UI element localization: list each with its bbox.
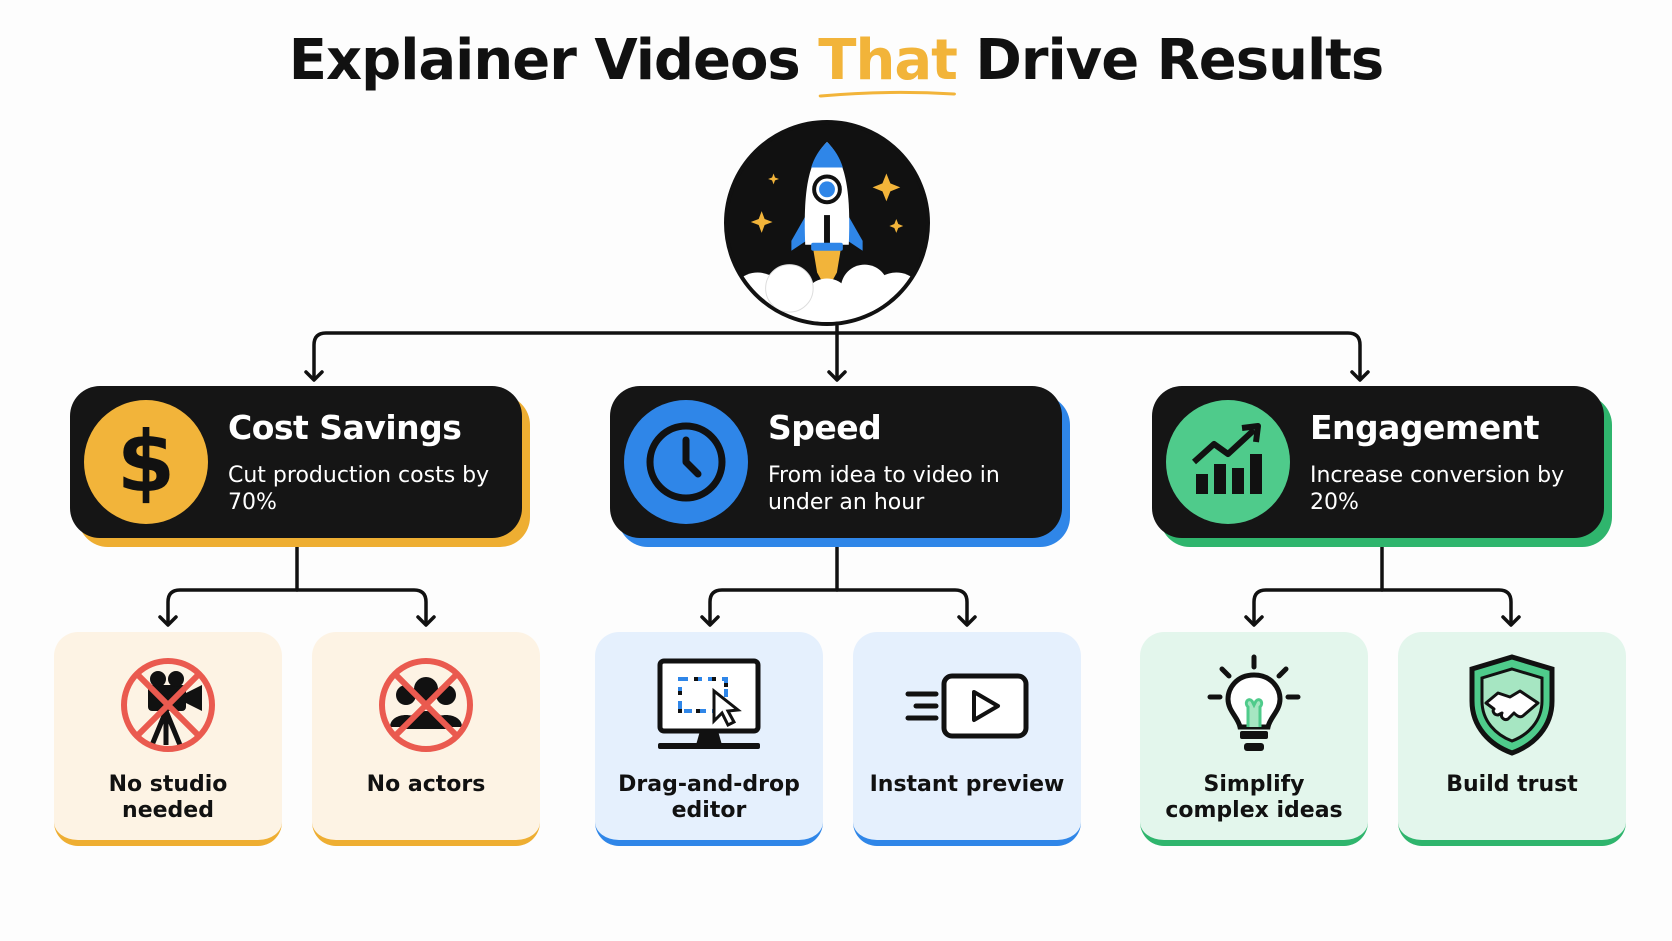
- dollar-icon: $: [84, 400, 208, 524]
- monitor-cursor-icon: [654, 650, 764, 760]
- card-description: Cut production costs by 70%: [228, 463, 490, 515]
- no-people-icon: [374, 650, 478, 760]
- tile-no-studio: No studio needed: [54, 632, 282, 846]
- card-title: Cost Savings: [228, 408, 462, 447]
- tile-label: Instant preview: [869, 772, 1065, 797]
- rocket-icon: [728, 124, 926, 322]
- growth-chart-icon: [1166, 400, 1290, 524]
- tile-instant-preview: Instant preview: [853, 632, 1081, 846]
- page-title: Explainer Videos That Drive Results: [0, 28, 1672, 98]
- arrow-head: [304, 370, 324, 382]
- tile-label: No actors: [366, 772, 486, 797]
- lightbulb-icon: [1204, 650, 1304, 760]
- arrow-head: [827, 370, 847, 382]
- title-highlight: That: [818, 28, 958, 98]
- tile-label: Drag-and-drop editor: [618, 772, 800, 823]
- tile-label: No studio needed: [108, 772, 228, 823]
- card-title: Engagement: [1310, 408, 1539, 447]
- tile-no-actors: No actors: [312, 632, 540, 846]
- tile-build-trust: Build trust: [1398, 632, 1626, 846]
- card-title: Speed: [768, 408, 882, 447]
- hub-circle: [724, 120, 930, 326]
- card-cost-savings: $ Cost Savings Cut production costs by 7…: [70, 386, 522, 538]
- arrow-head: [1350, 370, 1370, 382]
- handshake-shield-icon: [1464, 650, 1560, 760]
- no-camera-icon: [116, 650, 220, 760]
- title-end: Drive Results: [956, 28, 1384, 93]
- card-engagement: Engagement Increase conversion by 20%: [1152, 386, 1604, 538]
- tile-drag-drop: Drag-and-drop editor: [595, 632, 823, 846]
- card-speed: Speed From idea to video in under an hou…: [610, 386, 1062, 538]
- clock-icon: [624, 400, 748, 524]
- play-icon: [902, 650, 1032, 760]
- card-description: From idea to video in under an hour: [768, 463, 1000, 515]
- top-branch-line: [312, 331, 1362, 380]
- tile-simplify: Simplify complex ideas: [1140, 632, 1368, 846]
- title-start: Explainer Videos: [288, 28, 819, 93]
- underline-swoosh: [818, 90, 957, 98]
- tile-label: Simplify complex ideas: [1165, 772, 1343, 823]
- tile-label: Build trust: [1446, 772, 1578, 797]
- card-description: Increase conversion by 20%: [1310, 463, 1565, 515]
